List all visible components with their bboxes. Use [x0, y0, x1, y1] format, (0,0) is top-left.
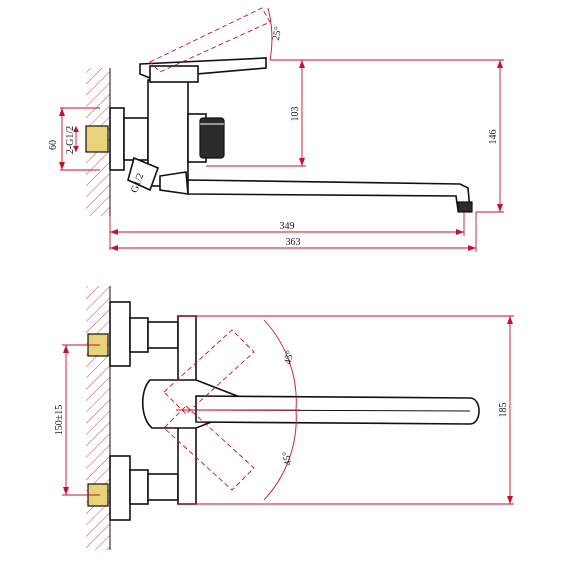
aerator: [457, 201, 473, 213]
handle-raised-outline: [149, 7, 271, 73]
wall-flange-upper: [109, 301, 131, 367]
top-view: 60 2-G1/2 G1/2 103 146 25° 349 363: [48, 7, 504, 252]
side-outlet: [127, 156, 160, 192]
bottom-view: 150±15 45° 45° 185: [54, 286, 514, 550]
angle-arc-lower: [263, 409, 297, 501]
spout-plan: [195, 395, 480, 425]
connector-upper: [129, 317, 149, 353]
spout-top: [159, 171, 189, 195]
dim-349-label: 349: [280, 221, 295, 232]
handle-rotated-upper: [163, 329, 255, 415]
dim-150-label: 150±15: [54, 405, 65, 436]
handle-base: [149, 65, 199, 83]
angle-arc-upper: [263, 319, 297, 411]
dim-45-upper-label: 45°: [283, 350, 296, 366]
dim-185-label: 185: [498, 403, 509, 418]
dim-thread-label: 2-G1/2: [65, 126, 76, 154]
dim-363-label: 363: [286, 237, 301, 248]
handle-rotated-lower: [163, 405, 255, 491]
dim-146-label: 146: [488, 130, 499, 145]
diverter-knob: [199, 117, 225, 159]
eccentric-fitting-top: [85, 125, 109, 153]
dim-103-label: 103: [290, 107, 301, 122]
dim-25-angle-label: 25°: [271, 26, 284, 42]
wall-flange-lower: [109, 455, 131, 521]
wall-hatch-bottom: [86, 286, 110, 550]
angle-arc-25: [267, 7, 273, 61]
wall-flange-top: [109, 107, 125, 171]
connector-lower: [129, 469, 149, 505]
connector-nut-lower: [147, 473, 179, 501]
dim-60-label: 60: [48, 140, 59, 150]
dim-45-lower-label: 45°: [281, 451, 294, 467]
connector-nut-top: [123, 117, 149, 161]
spout-arm: [187, 179, 471, 211]
connector-nut-upper: [147, 321, 179, 349]
